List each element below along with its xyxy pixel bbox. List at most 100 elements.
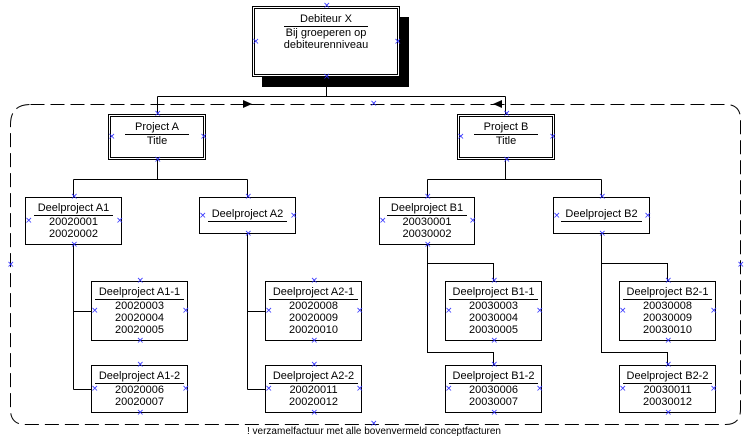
leaf-line: 20030011 [643,384,692,396]
connection-point-icon: × [154,155,162,165]
connection-point-icon: × [664,408,673,418]
connection-point-icon: × [379,216,387,226]
leaf-line: 20030003 [469,300,518,312]
root-line: Bij groeperen op [285,27,367,39]
leaf-line: 20030010 [643,324,692,336]
subproject-title: Deelproject B2 [561,208,642,222]
connection-point-icon: × [457,132,465,142]
project-title: Project B [473,121,539,135]
connection-point-icon: × [323,72,331,82]
leaf-node-b2-1[interactable]: Deelproject B2-1 20030008 20030009 20030… [619,281,716,341]
connection-point-icon: × [310,360,319,370]
connection-point-icon: × [549,132,557,142]
connection-point-icon: × [490,336,499,346]
connection-point-icon: × [490,276,499,286]
connection-point-icon: × [200,132,208,142]
connection-point-icon: × [598,192,607,202]
leaf-node-a2-2[interactable]: Deelproject A2-2 20020011 20020012 [265,365,362,413]
project-node-b[interactable]: Project B Title [457,114,555,160]
leaf-line: 20030004 [469,312,518,324]
connection-point-icon: × [310,408,319,418]
leaf-line: 20020004 [115,312,164,324]
leaf-node-a1-1[interactable]: Deelproject A1-1 20020003 20020004 20020… [91,281,188,341]
connection-point-icon: × [356,306,364,316]
group-frame [10,104,741,425]
leaf-line: 20020008 [289,300,338,312]
connection-point-icon: × [182,306,190,316]
connection-point-icon: × [108,132,116,142]
connection-point-icon: × [536,384,544,394]
leaf-line: 20020011 [289,384,338,396]
connection-point-icon: × [710,384,718,394]
connection-point-icon: × [310,276,319,286]
subproject-node-a1[interactable]: Deelproject A1 20020001 20020002 [25,197,122,245]
leaf-title: Deelproject A1-1 [94,286,185,300]
connection-point-icon: × [664,336,673,346]
connection-point-icon: × [598,229,607,239]
subproject-title: Deelproject A1 [33,202,114,216]
connection-point-icon: × [503,155,511,165]
connection-point-icon: × [136,276,145,286]
leaf-line: 20020010 [289,324,338,336]
connection-point-icon: × [445,306,453,316]
leaf-node-b1-2[interactable]: Deelproject B1-2 20030006 20030007 [445,365,542,413]
subproject-line: 20030002 [402,228,452,240]
leaf-title: Deelproject A2-1 [268,286,359,300]
leaf-line: 20020007 [115,396,164,408]
leaf-line: 20020006 [115,384,164,396]
subproject-node-b1[interactable]: Deelproject B1 20030001 20030002 [379,197,475,245]
connection-point-icon: × [70,240,79,250]
connection-point-icon: × [154,109,162,119]
subproject-node-a2[interactable]: Deelproject A2 [199,197,296,234]
root-node[interactable]: Debiteur X Bij groeperen op debiteurenni… [252,6,400,77]
leaf-title: Deelproject B2-1 [622,286,713,300]
connection-point-icon: × [310,336,319,346]
connection-point-icon: × [553,210,561,221]
connection-point-icon: × [424,192,432,202]
connection-point-icon: × [136,360,145,370]
connector-b2-2 [601,263,668,365]
connection-point-icon: × [469,216,477,226]
leaf-line: 20030012 [643,396,692,408]
leaf-node-b2-2[interactable]: Deelproject B2-2 20030011 20030012 [619,365,716,413]
connection-point-icon: × [244,192,253,202]
leaf-node-a1-2[interactable]: Deelproject A1-2 20020006 20020007 [91,365,188,413]
connection-point-icon: × [290,210,298,221]
connection-point-icon: × [25,216,33,226]
project-node-a[interactable]: Project A Title [108,114,206,160]
leaf-title: Deelproject A1-2 [94,370,185,384]
root-line: debiteurenniveau [283,39,369,51]
leaf-node-a2-1[interactable]: Deelproject A2-1 20020008 20020009 20020… [265,281,362,341]
arrow-left-marker [493,100,502,108]
connection-point-icon: × [490,360,499,370]
subproject-node-b2[interactable]: Deelproject B2 [553,197,650,234]
leaf-node-b1-1[interactable]: Deelproject B1-1 20030003 20030004 20030… [445,281,542,341]
connection-point-icon: × [664,360,673,370]
connection-point-icon: × [370,419,378,429]
leaf-line: 20020012 [289,396,338,408]
connection-point-icon: × [445,384,453,394]
leaf-line: 20020005 [115,324,164,336]
connection-point-icon: × [116,216,124,226]
leaf-line: 20030008 [643,300,692,312]
connection-point-icon: × [536,306,544,316]
connection-point-icon: × [244,229,253,239]
arrow-right-marker [243,100,252,108]
subproject-line: 20030001 [402,216,452,228]
connection-point-icon: × [265,384,273,394]
connection-point-icon: × [503,109,511,119]
connection-point-icon: × [370,99,378,109]
connection-point-icon: × [664,276,673,286]
connection-point-icon: × [91,384,99,394]
leaf-line: 20020009 [289,312,338,324]
subproject-title: Deelproject A2 [207,208,288,222]
connection-point-icon: × [644,210,652,221]
connection-point-icon: × [70,192,79,202]
connection-point-icon: × [356,384,364,394]
connection-point-icon: × [737,260,745,270]
leaf-title: Deelproject B1-1 [448,286,539,300]
connection-point-icon: × [619,306,627,316]
connection-point-icon: × [265,306,273,316]
connection-point-icon: × [323,1,331,11]
